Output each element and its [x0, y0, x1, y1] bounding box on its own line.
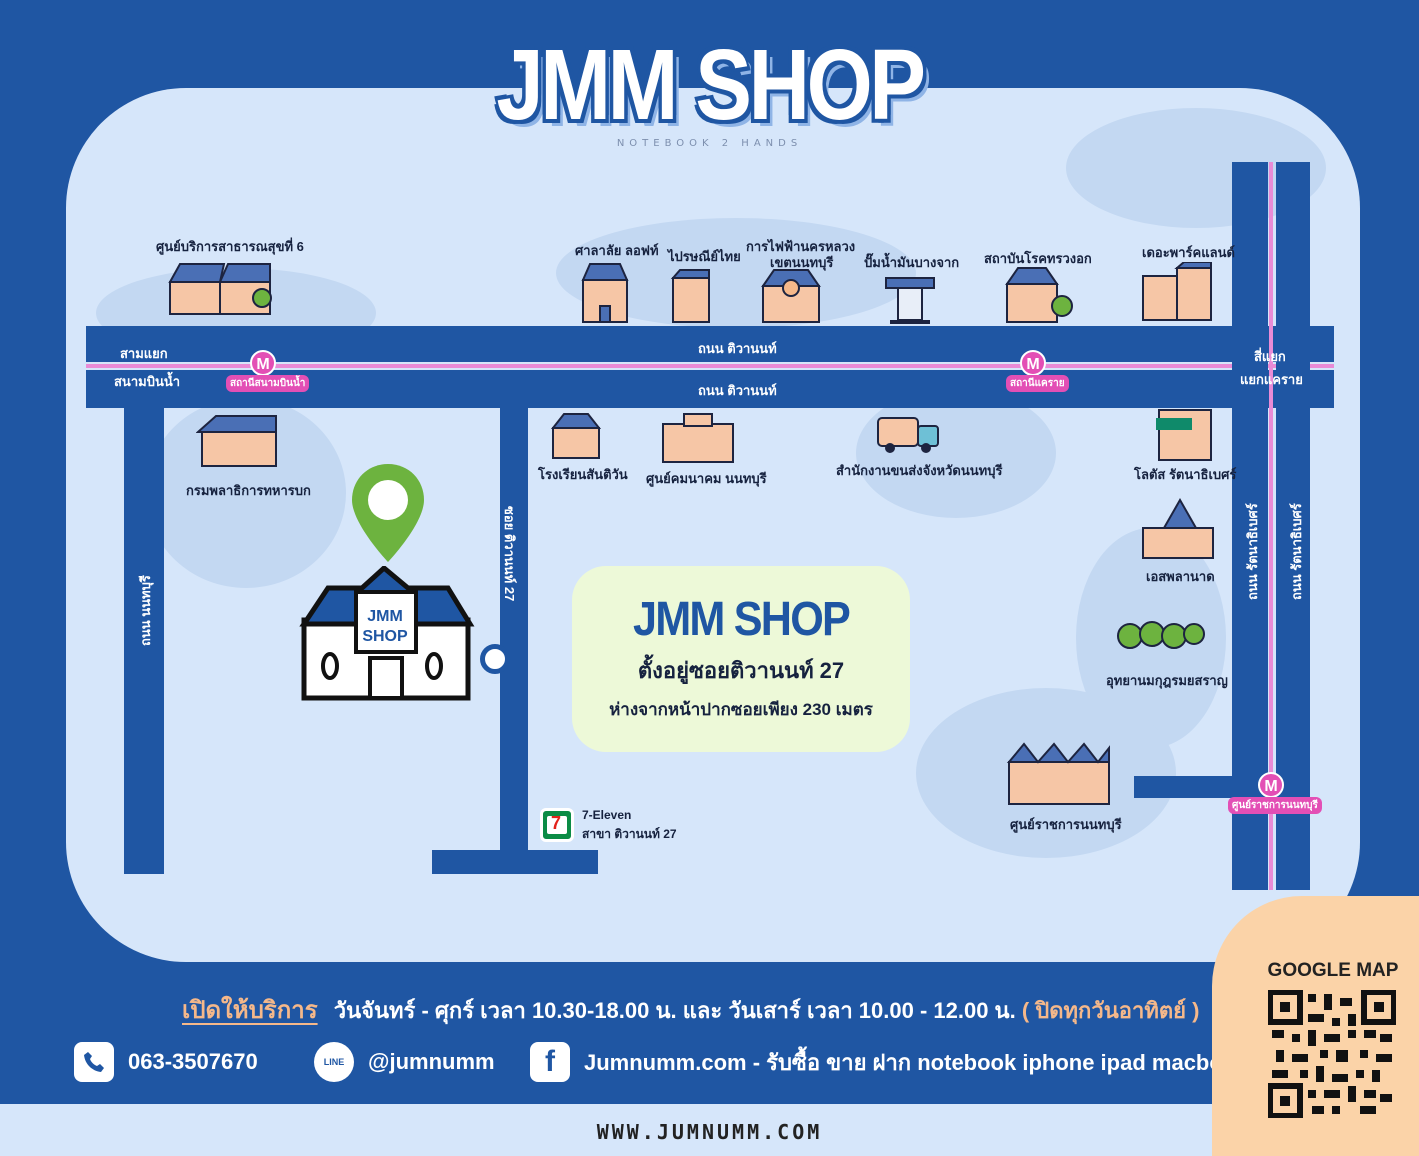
- road-nonthaburi: [124, 400, 164, 874]
- label-transport-office: สำนักงานขนส่งจังหวัดนนทบุรี: [836, 463, 1003, 478]
- phone-number[interactable]: 063-3507670: [128, 1049, 258, 1074]
- label-thai-post: ไปรษณีย์ไทย: [668, 249, 741, 264]
- road-label-nonthaburi: ถนน นนทบุรี: [138, 575, 153, 646]
- facebook-contact[interactable]: f Jumnumm.com - รับซื้อ ขาย ฝาก notebook…: [530, 1042, 1248, 1082]
- label-seven-eleven-2: สาขา ติวานนท์ 27: [582, 827, 677, 841]
- road-rattanathibet-2: [1276, 162, 1310, 890]
- label-mea-2: เขตนนทบุรี: [770, 255, 834, 270]
- info-title: JMM SHOP: [632, 593, 851, 646]
- label-park: อุทยานมกุฎรมยสราญ: [1106, 673, 1228, 688]
- shop-sign-line2: SHOP: [362, 628, 408, 645]
- line-icon: LINE: [314, 1042, 354, 1082]
- label-public-health-center: ศูนย์บริการสาธารณสุขที่ 6: [156, 239, 304, 254]
- brand-subtitle: NOTEBOOK 2 HANDS: [616, 138, 803, 149]
- transport-truck-icon: [877, 417, 939, 453]
- label-sala-loft: ศาลาลัย ลอฟท์: [575, 243, 659, 258]
- closed-notice: ( ปิดทุกวันอาทิตย์ ): [1021, 998, 1200, 1023]
- road-label-tiwanon-north: ถนน ติวานนท์: [698, 341, 777, 356]
- junction-label-sanambinnam-2: สนามบินน้ำ: [114, 374, 181, 389]
- footer-bar: [0, 1104, 1419, 1156]
- metro-station-khae-rai: สถานีแคราย: [1006, 375, 1069, 392]
- shop-info-card: JMM SHOP ตั้งอยู่ซอยติวานนท์ 27 ห่างจากห…: [572, 566, 910, 752]
- hospital-building-icon: [1005, 267, 1073, 323]
- opening-hours-label: เปิดให้บริการ: [182, 997, 318, 1024]
- junction-label-khae-rai-2: แยกแคราย: [1240, 372, 1303, 387]
- phone-icon: [74, 1042, 114, 1082]
- road-soi-end: [432, 850, 598, 874]
- road-label-soi: ซอย ติวานนท์ 27: [502, 506, 517, 602]
- metro-icon: M: [1020, 350, 1046, 376]
- cat-telecom-building-icon: [662, 413, 734, 463]
- location-pin-icon[interactable]: [350, 462, 426, 564]
- electricity-authority-icon: [761, 269, 821, 323]
- lotus-store-icon: [1156, 409, 1212, 461]
- facebook-page[interactable]: Jumnumm.com - รับซื้อ ขาย ฝาก notebook i…: [584, 1049, 1249, 1075]
- phone-contact[interactable]: 063-3507670: [74, 1042, 258, 1082]
- line-id[interactable]: @jumnumm: [368, 1049, 495, 1074]
- facebook-icon: f: [530, 1042, 570, 1082]
- parkland-building-icon: [1142, 262, 1212, 321]
- metro-station-sanambinnam: สถานีสนามบินน้ำ: [226, 375, 310, 392]
- road-soi-tiwanon-27: [500, 400, 528, 852]
- junction-label-khae-rai-1: สี่แยก: [1254, 349, 1286, 364]
- esplanade-mall-icon: [1142, 498, 1214, 559]
- map-blob: [856, 388, 1056, 518]
- metro-icon: M: [1258, 772, 1284, 798]
- info-address: ตั้งอยู่ซอยติวานนท์ 27: [637, 658, 845, 683]
- school-building-icon: [550, 413, 602, 459]
- label-hospital: สถาบันโรคทรวงอก: [984, 251, 1092, 266]
- soi-junction-marker: [480, 644, 510, 674]
- army-department-icon: [196, 415, 277, 467]
- qr-code-icon[interactable]: [1268, 990, 1396, 1118]
- road-label-rattanathibet-1: ถนน รัตนาธิเบศร์: [1245, 503, 1260, 600]
- jmm-shop-building-icon[interactable]: [298, 566, 476, 702]
- line-contact[interactable]: LINE @jumnumm: [314, 1042, 495, 1082]
- label-lotus: โลตัส รัตนาธิเบศร์: [1134, 467, 1237, 482]
- road-rattanathibet-1: [1232, 162, 1268, 890]
- label-school: โรงเรียนสันติวัน: [538, 467, 628, 482]
- info-distance: ห่างจากหน้าปากซอยเพียง 230 เมตร: [609, 700, 873, 719]
- brand-title: JMM SHOP: [496, 29, 926, 141]
- opening-hours: เปิดให้บริการ วันจันทร์ - ศุกร์ เวลา 10.…: [182, 990, 1199, 1029]
- map-area: [66, 88, 1360, 962]
- shop-sign-line1: JMM: [367, 608, 403, 625]
- metro-line-pink: [1269, 162, 1273, 890]
- road-label-tiwanon-south: ถนน ติวานนท์: [698, 383, 777, 398]
- gas-station-icon: [885, 277, 935, 324]
- junction-label-sanambinnam-1: สามแยก: [120, 346, 168, 361]
- label-seven-eleven-1: 7-Eleven: [582, 808, 632, 822]
- label-army-department: กรมพลาธิการทหารบก: [186, 483, 311, 498]
- label-parkland: เดอะพาร์คแลนด์: [1142, 245, 1235, 260]
- sala-loft-building-icon: [581, 263, 629, 323]
- metro-line-purple: [86, 364, 1334, 368]
- label-esplanade: เอสพลานาด: [1146, 569, 1215, 584]
- park-trees-icon: [1117, 621, 1205, 649]
- label-gas-station: ปั๊มน้ำมันบางจาก: [864, 255, 960, 270]
- road-gov-center: [1134, 776, 1244, 798]
- public-health-center-icon: [168, 263, 272, 315]
- post-office-icon: [670, 269, 710, 323]
- label-mea-1: การไฟฟ้านครหลวง: [746, 239, 856, 254]
- road-label-rattanathibet-2: ถนน รัตนาธิเบศร์: [1289, 503, 1304, 600]
- road-tiwanon-north: [86, 326, 1334, 362]
- gov-center-building-icon: [1006, 742, 1110, 805]
- seven-eleven-icon: 7: [540, 808, 574, 842]
- label-gov-center: ศูนย์ราชการนนทบุรี: [1010, 817, 1122, 832]
- label-cat-telecom: ศูนย์คมนาคม นนทบุรี: [646, 471, 767, 486]
- metro-icon: M: [250, 350, 276, 376]
- metro-station-gov-center: ศูนย์ราชการนนทบุรี: [1228, 797, 1322, 814]
- opening-hours-text: วันจันทร์ - ศุกร์ เวลา 10.30-18.00 น. แล…: [333, 998, 1016, 1023]
- website-url[interactable]: WWW.JUMNUMM.COM: [596, 1120, 823, 1144]
- google-map-title: GOOGLE MAP: [1267, 960, 1399, 981]
